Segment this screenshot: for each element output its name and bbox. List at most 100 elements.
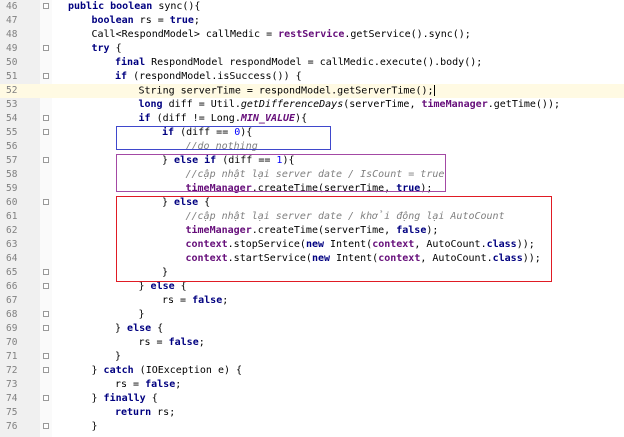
code-line[interactable]: 57} else if (diff == 1){	[0, 154, 624, 168]
text-cursor	[433, 85, 435, 96]
code-text: }	[162, 267, 168, 279]
code-token: timeManager	[185, 183, 252, 194]
code-token: class	[492, 253, 523, 264]
code-token: //do nothing	[185, 141, 258, 152]
code-token: Intent(	[336, 253, 379, 264]
fold-marker-icon[interactable]	[43, 423, 49, 429]
line-number: 76	[6, 421, 18, 432]
code-token: MIN_VALUE	[240, 113, 296, 124]
line-number: 53	[6, 99, 18, 110]
code-token: String serverTime = respondModel.getServ…	[138, 85, 434, 97]
code-text: } else if (diff == 1){	[162, 155, 294, 167]
line-number: 59	[6, 183, 18, 194]
code-token: .stopService(	[227, 239, 306, 250]
fold-marker-icon[interactable]	[43, 395, 49, 401]
code-token: try	[91, 43, 116, 54]
code-text: long diff = Util.getDifferenceDays(serve…	[139, 99, 560, 111]
fold-marker-icon[interactable]	[43, 311, 49, 317]
code-line[interactable]: 53 long diff = Util.getDifferenceDays(ser…	[0, 98, 624, 112]
code-token: else if	[174, 155, 223, 166]
code-token: rs =	[115, 379, 146, 390]
line-number: 73	[6, 379, 18, 390]
code-token: ));	[516, 239, 535, 250]
code-line[interactable]: 72} catch (IOException e) {	[0, 364, 624, 378]
code-token: ;	[193, 15, 200, 26]
code-line[interactable]: 66} else {	[0, 280, 624, 294]
code-token: rs =	[138, 337, 169, 348]
code-line[interactable]: 47 boolean rs = true;	[0, 14, 624, 28]
fold-marker-icon[interactable]	[43, 199, 49, 205]
line-number: 68	[6, 309, 18, 320]
fold-marker-icon[interactable]	[43, 283, 49, 289]
code-line[interactable]: 58//cập nhật lại server date / IsCount =…	[0, 168, 624, 182]
code-token: ){	[240, 127, 253, 138]
code-text: //do nothing	[186, 141, 258, 153]
code-token: RespondModel respondModel = callMedic.ex…	[151, 57, 483, 68]
fold-marker-icon[interactable]	[43, 367, 49, 373]
code-token: }	[91, 365, 104, 376]
code-line[interactable]: 56//do nothing	[0, 140, 624, 154]
fold-marker-icon[interactable]	[43, 115, 49, 121]
code-token: new	[305, 239, 331, 250]
code-token: timeManager	[421, 99, 488, 110]
code-text: }	[139, 309, 145, 321]
code-line[interactable]: 69} else {	[0, 322, 624, 336]
line-number: 62	[6, 225, 18, 236]
code-token: (diff != Long.	[156, 113, 241, 124]
fold-marker-icon[interactable]	[43, 3, 49, 9]
code-token: class	[486, 239, 517, 250]
code-text: return rs;	[115, 407, 175, 419]
fold-marker-icon[interactable]	[43, 325, 49, 331]
fold-marker-icon[interactable]	[43, 73, 49, 79]
fold-marker-icon[interactable]	[43, 157, 49, 163]
code-token: 0	[234, 127, 241, 138]
code-line[interactable]: 60} else {	[0, 196, 624, 210]
code-text: } finally {	[92, 393, 158, 405]
code-line[interactable]: 71}	[0, 350, 624, 364]
fold-marker-icon[interactable]	[43, 353, 49, 359]
fold-marker-icon[interactable]	[43, 269, 49, 275]
code-line[interactable]: 65}	[0, 266, 624, 280]
code-text: if (respondModel.isSuccess()) {	[115, 71, 302, 83]
code-text: boolean rs = true;	[92, 15, 200, 27]
code-text: }	[115, 351, 121, 363]
line-number: 47	[6, 15, 18, 26]
line-number: 65	[6, 267, 18, 278]
code-token: }	[115, 323, 128, 334]
code-token: boolean	[91, 15, 140, 26]
fold-marker-icon[interactable]	[43, 129, 49, 135]
code-token: if	[115, 71, 134, 82]
code-line[interactable]: 76}	[0, 420, 624, 434]
code-token: (IOException e) {	[139, 365, 243, 376]
code-token: context	[185, 253, 228, 264]
code-token: {	[180, 281, 187, 292]
code-line[interactable]: 74} finally {	[0, 392, 624, 406]
code-token: rs =	[162, 295, 193, 306]
code-token: );	[420, 183, 433, 194]
code-token: catch	[103, 365, 140, 376]
code-text: String serverTime = respondModel.getServ…	[139, 85, 435, 98]
line-number: 70	[6, 337, 18, 348]
code-line[interactable]: 68}	[0, 308, 624, 322]
code-line[interactable]: 61//cập nhật lại server date / khởi động…	[0, 210, 624, 224]
fold-marker-icon[interactable]	[43, 45, 49, 51]
code-token: ;	[175, 379, 182, 390]
code-token: ){	[295, 113, 308, 124]
